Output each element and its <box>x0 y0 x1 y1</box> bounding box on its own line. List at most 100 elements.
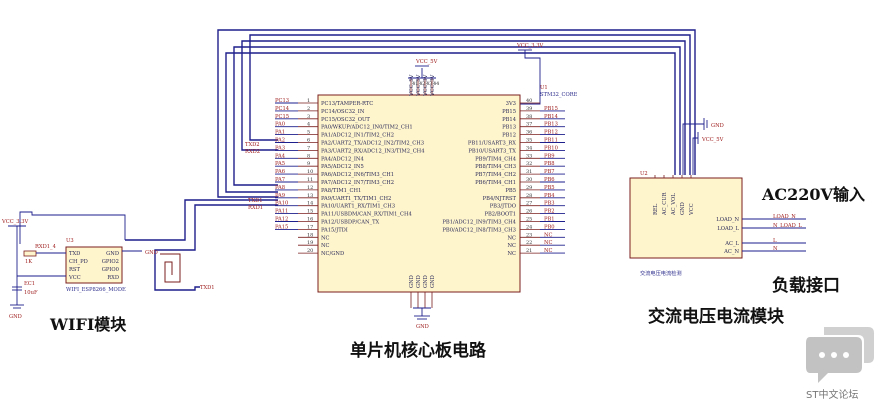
wifi-ref: U3 <box>66 238 74 244</box>
ac-pin-label: LOAD_L <box>717 226 739 232</box>
mcu-body <box>317 94 521 293</box>
mcu-pin-num: 33 <box>526 153 532 159</box>
mcu-net-label: PB7 <box>544 169 555 175</box>
mcu-top-pin-num: 41 <box>412 81 418 87</box>
mcu-pin-num: 34 <box>526 145 532 151</box>
wifi-gnd-label: GND <box>145 250 158 256</box>
ac-net-label: N_LOAD_L <box>773 223 802 229</box>
cap-value: 10uF <box>24 290 38 296</box>
mcu-pin-label: NC <box>507 251 516 257</box>
title-ac-input: AC220V输入 <box>761 185 865 204</box>
mcu-pin-num: 23 <box>526 232 532 238</box>
mcu-net-label: NC <box>544 240 553 246</box>
mcu-pin-label: PA12/USBDP/CAN_TX <box>321 220 380 226</box>
mcu-top-pin-num: 44 <box>433 81 439 87</box>
mcu-pin-label: PB7/TIM4_CH2 <box>475 172 516 178</box>
mcu-pin-num: 32 <box>526 161 532 167</box>
mcu-pin-num: 12 <box>307 185 313 191</box>
wifi-pin-label: GPIO2 <box>102 259 119 265</box>
mcu-top-pin-num: 42 <box>419 81 425 87</box>
ac-pin-label: LOAD_N <box>716 217 739 223</box>
mcu-net-label: PA3 <box>275 145 285 151</box>
mcu-pin-num: 11 <box>307 177 313 183</box>
wifi-name: WIFI_ESP8266_MODE <box>66 287 126 293</box>
mcu-pin-label: PA10/UART1_RX/TIM1_CH3 <box>321 204 395 210</box>
mcu-net-label: PB11 <box>544 138 558 144</box>
mcu-net-label: PA11 <box>275 209 288 215</box>
mcu-pin-label: NC <box>507 243 516 249</box>
mcu-pin-label: PC14/OSC32_IN <box>321 109 365 115</box>
mcu-pin-num: 36 <box>526 130 532 136</box>
ac-top-pin-label: AC_VOL <box>671 193 677 216</box>
mcu-gnd-net: GND <box>416 324 429 330</box>
mcu-bottom-pin-label: GND <box>409 275 415 288</box>
wifi-body <box>65 246 123 284</box>
mcu-net-label: PA6 <box>275 169 285 175</box>
watermark-text: ST中文论坛 <box>806 390 859 401</box>
mcu-pin-num: 15 <box>307 209 313 215</box>
mcu-pin-num: 22 <box>526 240 532 246</box>
mcu-pin-label: PA7/ADC12_IN7/TIM3_CH2 <box>321 180 394 186</box>
mcu-top-pin-label: VCC_5V <box>416 74 422 97</box>
routing-wires <box>19 29 696 291</box>
ac-top-pin-label: AC_CUR <box>662 191 668 216</box>
mcu-pin-label: PA4/ADC12_IN4 <box>321 156 364 162</box>
mcu-pin-label: PA2/UART2_TX/ADC12_IN2/TIM2_CH3 <box>321 141 424 147</box>
wifi-gnd-net: GND <box>9 314 22 320</box>
mcu-net-label: PB15 <box>544 106 558 112</box>
mcu-pin-num: 28 <box>526 193 532 199</box>
title-mcu-core: 单片机核心板电路 <box>350 340 487 361</box>
mcu-pin-num: 13 <box>307 193 313 199</box>
mcu-net-label: PA4 <box>275 153 286 159</box>
mcu-net-label: PC13 <box>275 98 289 104</box>
wifi-vcc-net: VCC_3.3V <box>1 219 29 225</box>
mcu-net-label: PC14 <box>275 106 290 112</box>
mcu-ref: U1 <box>540 85 548 91</box>
wifi-pin-label: RST <box>69 267 80 273</box>
mcu-net-label: PA12 <box>275 217 288 223</box>
wifi-pin-label: GND <box>106 251 119 257</box>
mcu-top-pin-label: VCC_3V <box>430 74 436 97</box>
mcu-net-label: NC <box>544 248 553 254</box>
mcu-pin-num: 16 <box>307 217 313 223</box>
mcu-pin-num: 24 <box>526 224 532 230</box>
mcu-pin-num: 30 <box>526 177 532 183</box>
mcu-pin-label: PA3/UART2_RX/ADC12_IN3/TIM2_CH4 <box>321 148 425 154</box>
mcu-net-label: PB4 <box>544 193 555 199</box>
mcu-pin-label: PC13/TAMPER-RTC <box>321 101 373 107</box>
mcu-pin-num: 4 <box>307 122 310 128</box>
ac-net-label: L <box>773 238 777 244</box>
resistor-value: 1K <box>25 259 32 265</box>
mcu-pin-label: PB10/USART3_TX <box>468 148 516 154</box>
mcu-pin-num: 37 <box>526 122 532 128</box>
mcu-pin-num: 31 <box>526 169 532 175</box>
mcu-pin-num: 27 <box>526 201 532 207</box>
mcu-vcc33-net: VCC_3.3V <box>516 43 544 49</box>
mcu-pin-label: NC <box>321 235 330 241</box>
title-load-port: 负载接口 <box>772 275 840 296</box>
mcu-pin-num: 35 <box>526 138 532 144</box>
mcu-net-label: PA5 <box>275 161 285 167</box>
mcu-pin-label: PB15 <box>502 109 516 115</box>
mcu-txd2-label: TXD2 <box>245 142 260 148</box>
wifi-pin-label: RXD <box>107 275 119 281</box>
mcu-net-label: PB10 <box>544 145 558 151</box>
wifi-pin-label: GPIO0 <box>102 267 119 273</box>
mcu-net-label: PB5 <box>544 185 555 191</box>
title-ac-module: 交流电压电流模块 <box>648 306 785 327</box>
wifi-pin-label: VCC <box>68 275 81 281</box>
mcu-pin-label: PA11/USBDM/CAN_RX/TIM1_CH4 <box>321 212 412 218</box>
mcu-pin-label: PA5/ADC12_IN5 <box>321 164 364 170</box>
mcu-pin-label: PA1/ADC12_IN1/TIM2_CH2 <box>321 133 394 139</box>
mcu-pin-num: 10 <box>307 169 313 175</box>
mcu-net-label: PB1 <box>544 217 555 223</box>
mcu-pin-label: 3V3 <box>506 101 516 107</box>
ac-pin-label: AC_L <box>724 241 739 247</box>
mcu-pin-num: 3 <box>307 114 310 120</box>
ac-ref: U2 <box>640 171 648 177</box>
